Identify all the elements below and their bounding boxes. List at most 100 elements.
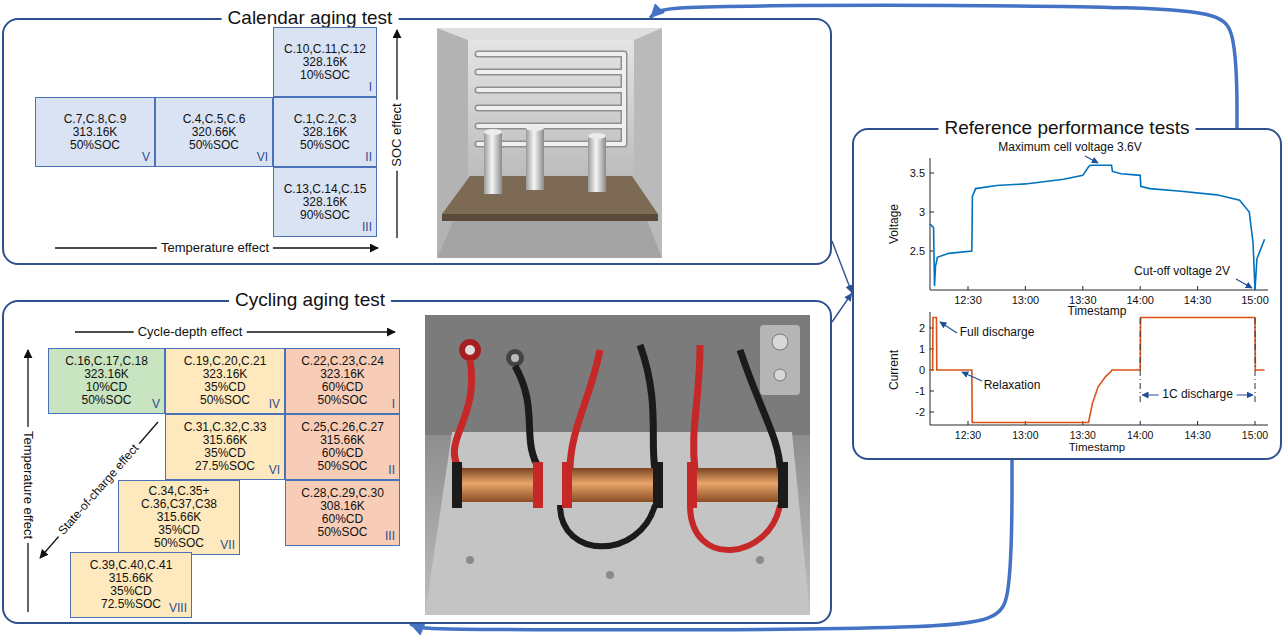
cell-text: 27.5%SOC — [195, 460, 255, 473]
chart-axis — [968, 286, 969, 290]
chart-axis — [1197, 286, 1198, 290]
cell-text: 328.16K — [303, 56, 348, 69]
roman-numeral: I — [369, 81, 372, 94]
tick-label: 14:00 — [1126, 294, 1154, 307]
cell-text: 328.16K — [303, 196, 348, 209]
cycling-setup-photo-part — [515, 366, 540, 470]
climate-chamber-photo-part — [478, 54, 624, 144]
cycling-setup-photo-part — [690, 468, 785, 502]
link-arrow — [832, 293, 852, 322]
cell-group-box: C.22,C.23,C.24323.16K60%CD50%SOCI — [285, 348, 400, 414]
cell-text: 50%SOC — [317, 460, 367, 473]
tick-label: 15:00 — [1241, 294, 1269, 307]
chart-axis — [930, 173, 934, 174]
cell-text: 315.66K — [203, 434, 248, 447]
cell-text: 35%CD — [204, 447, 245, 460]
roman-numeral: II — [388, 464, 395, 477]
chart-axis — [1025, 286, 1026, 290]
cycling-setup-photo-part — [425, 432, 810, 615]
chart-axis — [930, 391, 934, 392]
cell-text: C.19,C.20,C.21 — [184, 355, 267, 368]
cycling-setup-photo-part — [465, 345, 475, 355]
cell-text: C.13,C.14,C.15 — [284, 183, 367, 196]
voltage-trace — [930, 165, 1265, 290]
cell-text: C.36,C37,C38 — [141, 498, 217, 511]
cell-text: 35%CD — [158, 524, 199, 537]
cell-text: C.16,C.17,C.18 — [65, 355, 148, 368]
cycling-setup-photo-part — [533, 462, 543, 508]
cycling-setup-photo-part — [774, 369, 786, 381]
cell-text: 50%SOC — [81, 394, 131, 407]
tick-label: 1 — [919, 343, 925, 356]
chart-axis — [1140, 421, 1141, 425]
chart-axis — [1255, 421, 1256, 425]
cell-group-box: C.7,C.8,C.9313.16K50%SOCV — [35, 97, 155, 167]
cell-text: 315.66K — [320, 434, 365, 447]
tick-label: -1 — [915, 385, 925, 398]
climate-chamber-photo-part — [442, 176, 658, 214]
tick-label: 14:00 — [1127, 429, 1153, 441]
panel-title: Calendar aging test — [222, 7, 399, 29]
cell-group-box: C.16,C.17,C.18323.16K10%CD50%SOCV — [48, 348, 165, 414]
leader-line — [1085, 156, 1098, 163]
cell-group-box: C.4,C.5,C.6320.66K50%SOCVI — [155, 97, 273, 167]
climate-chamber-photo-part — [478, 54, 624, 144]
tick-label: 13:30 — [1070, 429, 1096, 441]
roman-numeral: VI — [257, 151, 268, 164]
roman-numeral: I — [392, 398, 395, 411]
axis-title: Timestamp — [1068, 305, 1127, 319]
axis-title: Voltage — [888, 204, 902, 244]
leader-line — [940, 322, 957, 333]
cell-text: 323.16K — [84, 368, 129, 381]
roman-numeral: III — [385, 530, 395, 543]
cell-text: C.34,C.35+ — [148, 485, 209, 498]
chart-axis — [930, 212, 934, 213]
roman-numeral: VII — [220, 539, 235, 552]
chart-axis — [1140, 286, 1141, 290]
climate-chamber-photo-part — [526, 128, 544, 190]
cell-group-box: C.34,C.35+C.36,C37,C38315.66K35%CD50%SOC… — [118, 480, 240, 555]
cycling-setup-photo-part — [454, 360, 471, 470]
current-trace — [930, 318, 1265, 423]
cell-text: 60%CD — [322, 381, 363, 394]
cycling-setup-photo-part — [653, 462, 663, 508]
cell-text: 10%CD — [86, 381, 127, 394]
chart-axis — [968, 421, 969, 425]
chart-axis — [930, 412, 934, 413]
cell-group-box: C.10,C.11,C.12328.16K10%SOCI — [273, 27, 377, 97]
tick-label: 3 — [919, 206, 925, 219]
panel-title: Reference performance tests — [938, 117, 1195, 139]
flow-arrow — [650, 5, 1237, 128]
cycling-setup-photo-part — [506, 349, 524, 367]
axis-title: Current — [888, 350, 902, 390]
cell-text: 50%SOC — [300, 139, 350, 152]
climate-chamber-photo-part — [442, 214, 658, 221]
leader-line — [962, 372, 982, 381]
cycling-setup-photo-part — [562, 462, 572, 508]
cell-group-box: C.25,C.26,C.27315.66K60%CD50%SOCII — [285, 414, 400, 480]
climate-chamber-photo — [437, 28, 662, 258]
cycling-setup-photo-part — [511, 354, 519, 362]
cell-text: 60%CD — [322, 513, 363, 526]
chart-annotation: Full discharge — [960, 326, 1035, 340]
cell-text: 315.66K — [109, 572, 154, 585]
cycling-setup-photo-part — [570, 350, 600, 470]
cell-text: 35%CD — [204, 381, 245, 394]
chart-axis — [1082, 286, 1083, 290]
roman-numeral: VI — [269, 464, 280, 477]
chart-axis — [930, 290, 1268, 291]
climate-chamber-photo-part — [437, 28, 662, 40]
cell-text: 35%CD — [110, 585, 151, 598]
tick-label: 2 — [919, 322, 925, 335]
cell-text: C.39,C.40,C.41 — [90, 559, 173, 572]
cell-text: 313.16K — [73, 126, 118, 139]
cycling-setup-photo-part — [760, 325, 800, 395]
cycling-setup-photo-part — [466, 556, 474, 564]
chart-axis — [1197, 421, 1198, 425]
cell-text: C.31,C.32,C.33 — [184, 421, 267, 434]
tick-label: 12:30 — [955, 429, 981, 441]
chart-annotation: Maximum cell voltage 3.6V — [998, 141, 1141, 155]
tick-label: -2 — [915, 406, 925, 419]
tick-label: 2.5 — [910, 245, 925, 258]
roman-numeral: III — [362, 221, 372, 234]
